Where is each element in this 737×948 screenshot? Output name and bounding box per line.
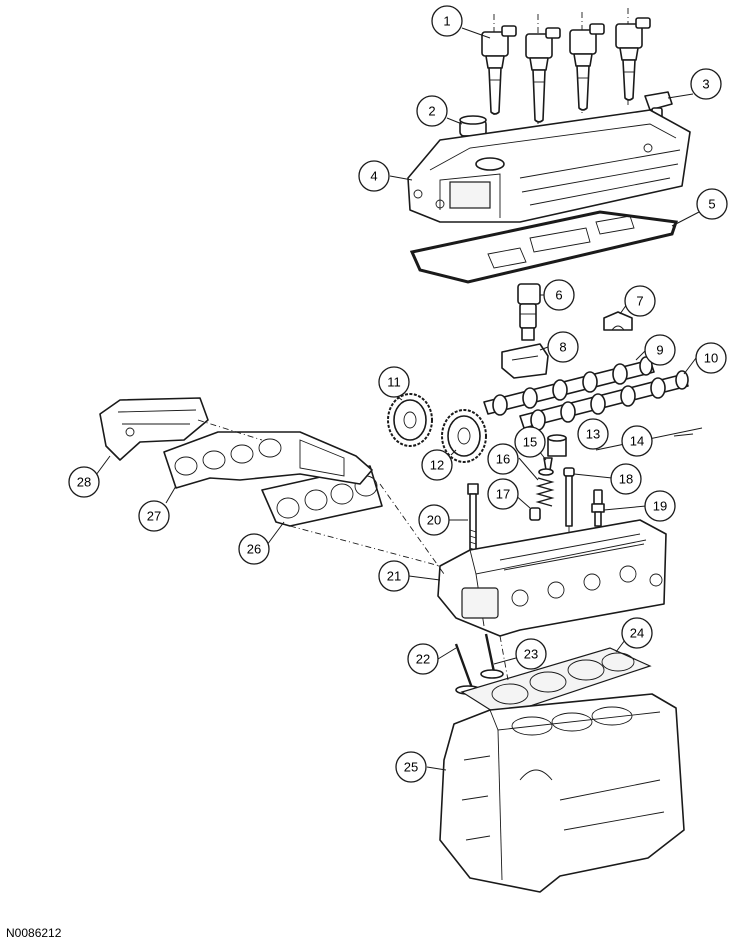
callout-2: 2 bbox=[416, 95, 448, 127]
callout-12: 12 bbox=[421, 449, 453, 481]
callout-17: 17 bbox=[487, 478, 519, 510]
valve-keepers bbox=[543, 457, 553, 471]
callouts: 1 2 3 4 5 6 7 8 9 10 11 12 13 14 15 16 1… bbox=[68, 5, 728, 783]
valve-spring-retainer bbox=[538, 468, 554, 476]
callout-1: 1 bbox=[431, 5, 463, 37]
exhaust-camshaft bbox=[519, 370, 689, 431]
svg-text:2: 2 bbox=[428, 104, 435, 119]
callout-20: 20 bbox=[418, 504, 450, 536]
callout-6: 6 bbox=[543, 279, 575, 311]
svg-text:18: 18 bbox=[619, 472, 633, 487]
camshaft-sprocket bbox=[387, 393, 433, 447]
callout-7: 7 bbox=[624, 285, 656, 317]
svg-text:23: 23 bbox=[524, 647, 538, 662]
callout-25: 25 bbox=[395, 751, 427, 783]
svg-text:5: 5 bbox=[708, 197, 715, 212]
callout-28: 28 bbox=[68, 466, 100, 498]
svg-text:11: 11 bbox=[387, 375, 401, 390]
callout-5: 5 bbox=[696, 188, 728, 220]
svg-text:19: 19 bbox=[653, 499, 667, 514]
callout-22: 22 bbox=[407, 643, 439, 675]
svg-text:13: 13 bbox=[586, 427, 600, 442]
callout-18: 18 bbox=[610, 463, 642, 495]
svg-text:6: 6 bbox=[555, 288, 562, 303]
svg-text:12: 12 bbox=[430, 458, 444, 473]
callout-24: 24 bbox=[621, 617, 653, 649]
callout-3: 3 bbox=[690, 68, 722, 100]
svg-text:15: 15 bbox=[523, 435, 537, 450]
svg-text:25: 25 bbox=[404, 760, 418, 775]
callout-4: 4 bbox=[358, 160, 390, 192]
svg-text:14: 14 bbox=[630, 434, 644, 449]
callout-11: 11 bbox=[378, 366, 410, 398]
callout-14: 14 bbox=[621, 425, 653, 457]
cylinder-block bbox=[439, 693, 685, 893]
callout-10: 10 bbox=[695, 342, 727, 374]
callout-16: 16 bbox=[487, 443, 519, 475]
callout-15: 15 bbox=[514, 426, 546, 458]
valve-cover-gasket bbox=[409, 210, 678, 284]
alignment-lines bbox=[197, 419, 509, 681]
callout-13: 13 bbox=[577, 418, 609, 450]
valve-seal bbox=[529, 507, 541, 521]
svg-text:16: 16 bbox=[496, 452, 510, 467]
solenoid-bracket bbox=[501, 343, 549, 379]
callout-23: 23 bbox=[515, 638, 547, 670]
exhaust-heat-shield bbox=[99, 397, 209, 461]
exhaust-manifold bbox=[163, 431, 373, 489]
svg-text:3: 3 bbox=[702, 77, 709, 92]
svg-text:22: 22 bbox=[416, 652, 430, 667]
callout-19: 19 bbox=[644, 490, 676, 522]
intake-camshaft bbox=[483, 356, 655, 416]
cylinder-head bbox=[437, 519, 667, 637]
spark-plug bbox=[591, 489, 605, 527]
cylinder-head-gasket bbox=[460, 647, 652, 717]
callout-21: 21 bbox=[378, 560, 410, 592]
vct-solenoid bbox=[517, 283, 541, 341]
svg-text:26: 26 bbox=[247, 542, 261, 557]
callout-8: 8 bbox=[547, 331, 579, 363]
callout-26: 26 bbox=[238, 533, 270, 565]
svg-text:8: 8 bbox=[559, 340, 566, 355]
spark-plug-tube bbox=[563, 467, 575, 542]
svg-text:21: 21 bbox=[387, 569, 401, 584]
svg-text:20: 20 bbox=[427, 513, 441, 528]
svg-text:10: 10 bbox=[704, 351, 718, 366]
svg-text:1: 1 bbox=[443, 14, 450, 29]
svg-text:9: 9 bbox=[656, 343, 663, 358]
camshaft-bearing-cap bbox=[603, 311, 633, 331]
figure-id: N0086212 bbox=[6, 926, 62, 940]
svg-text:4: 4 bbox=[370, 169, 377, 184]
callout-27: 27 bbox=[138, 500, 170, 532]
intake-valve bbox=[480, 633, 504, 679]
svg-text:27: 27 bbox=[147, 509, 161, 524]
valve-cover bbox=[407, 109, 691, 223]
valve-spring bbox=[535, 477, 555, 507]
vct-unit bbox=[441, 409, 487, 463]
ignition-coils bbox=[481, 8, 651, 130]
callout-9: 9 bbox=[644, 334, 676, 366]
svg-text:17: 17 bbox=[496, 487, 510, 502]
svg-text:7: 7 bbox=[636, 294, 643, 309]
svg-text:28: 28 bbox=[77, 475, 91, 490]
svg-text:24: 24 bbox=[630, 626, 644, 641]
exhaust-valve bbox=[454, 643, 481, 695]
valve-tappet bbox=[547, 434, 567, 457]
